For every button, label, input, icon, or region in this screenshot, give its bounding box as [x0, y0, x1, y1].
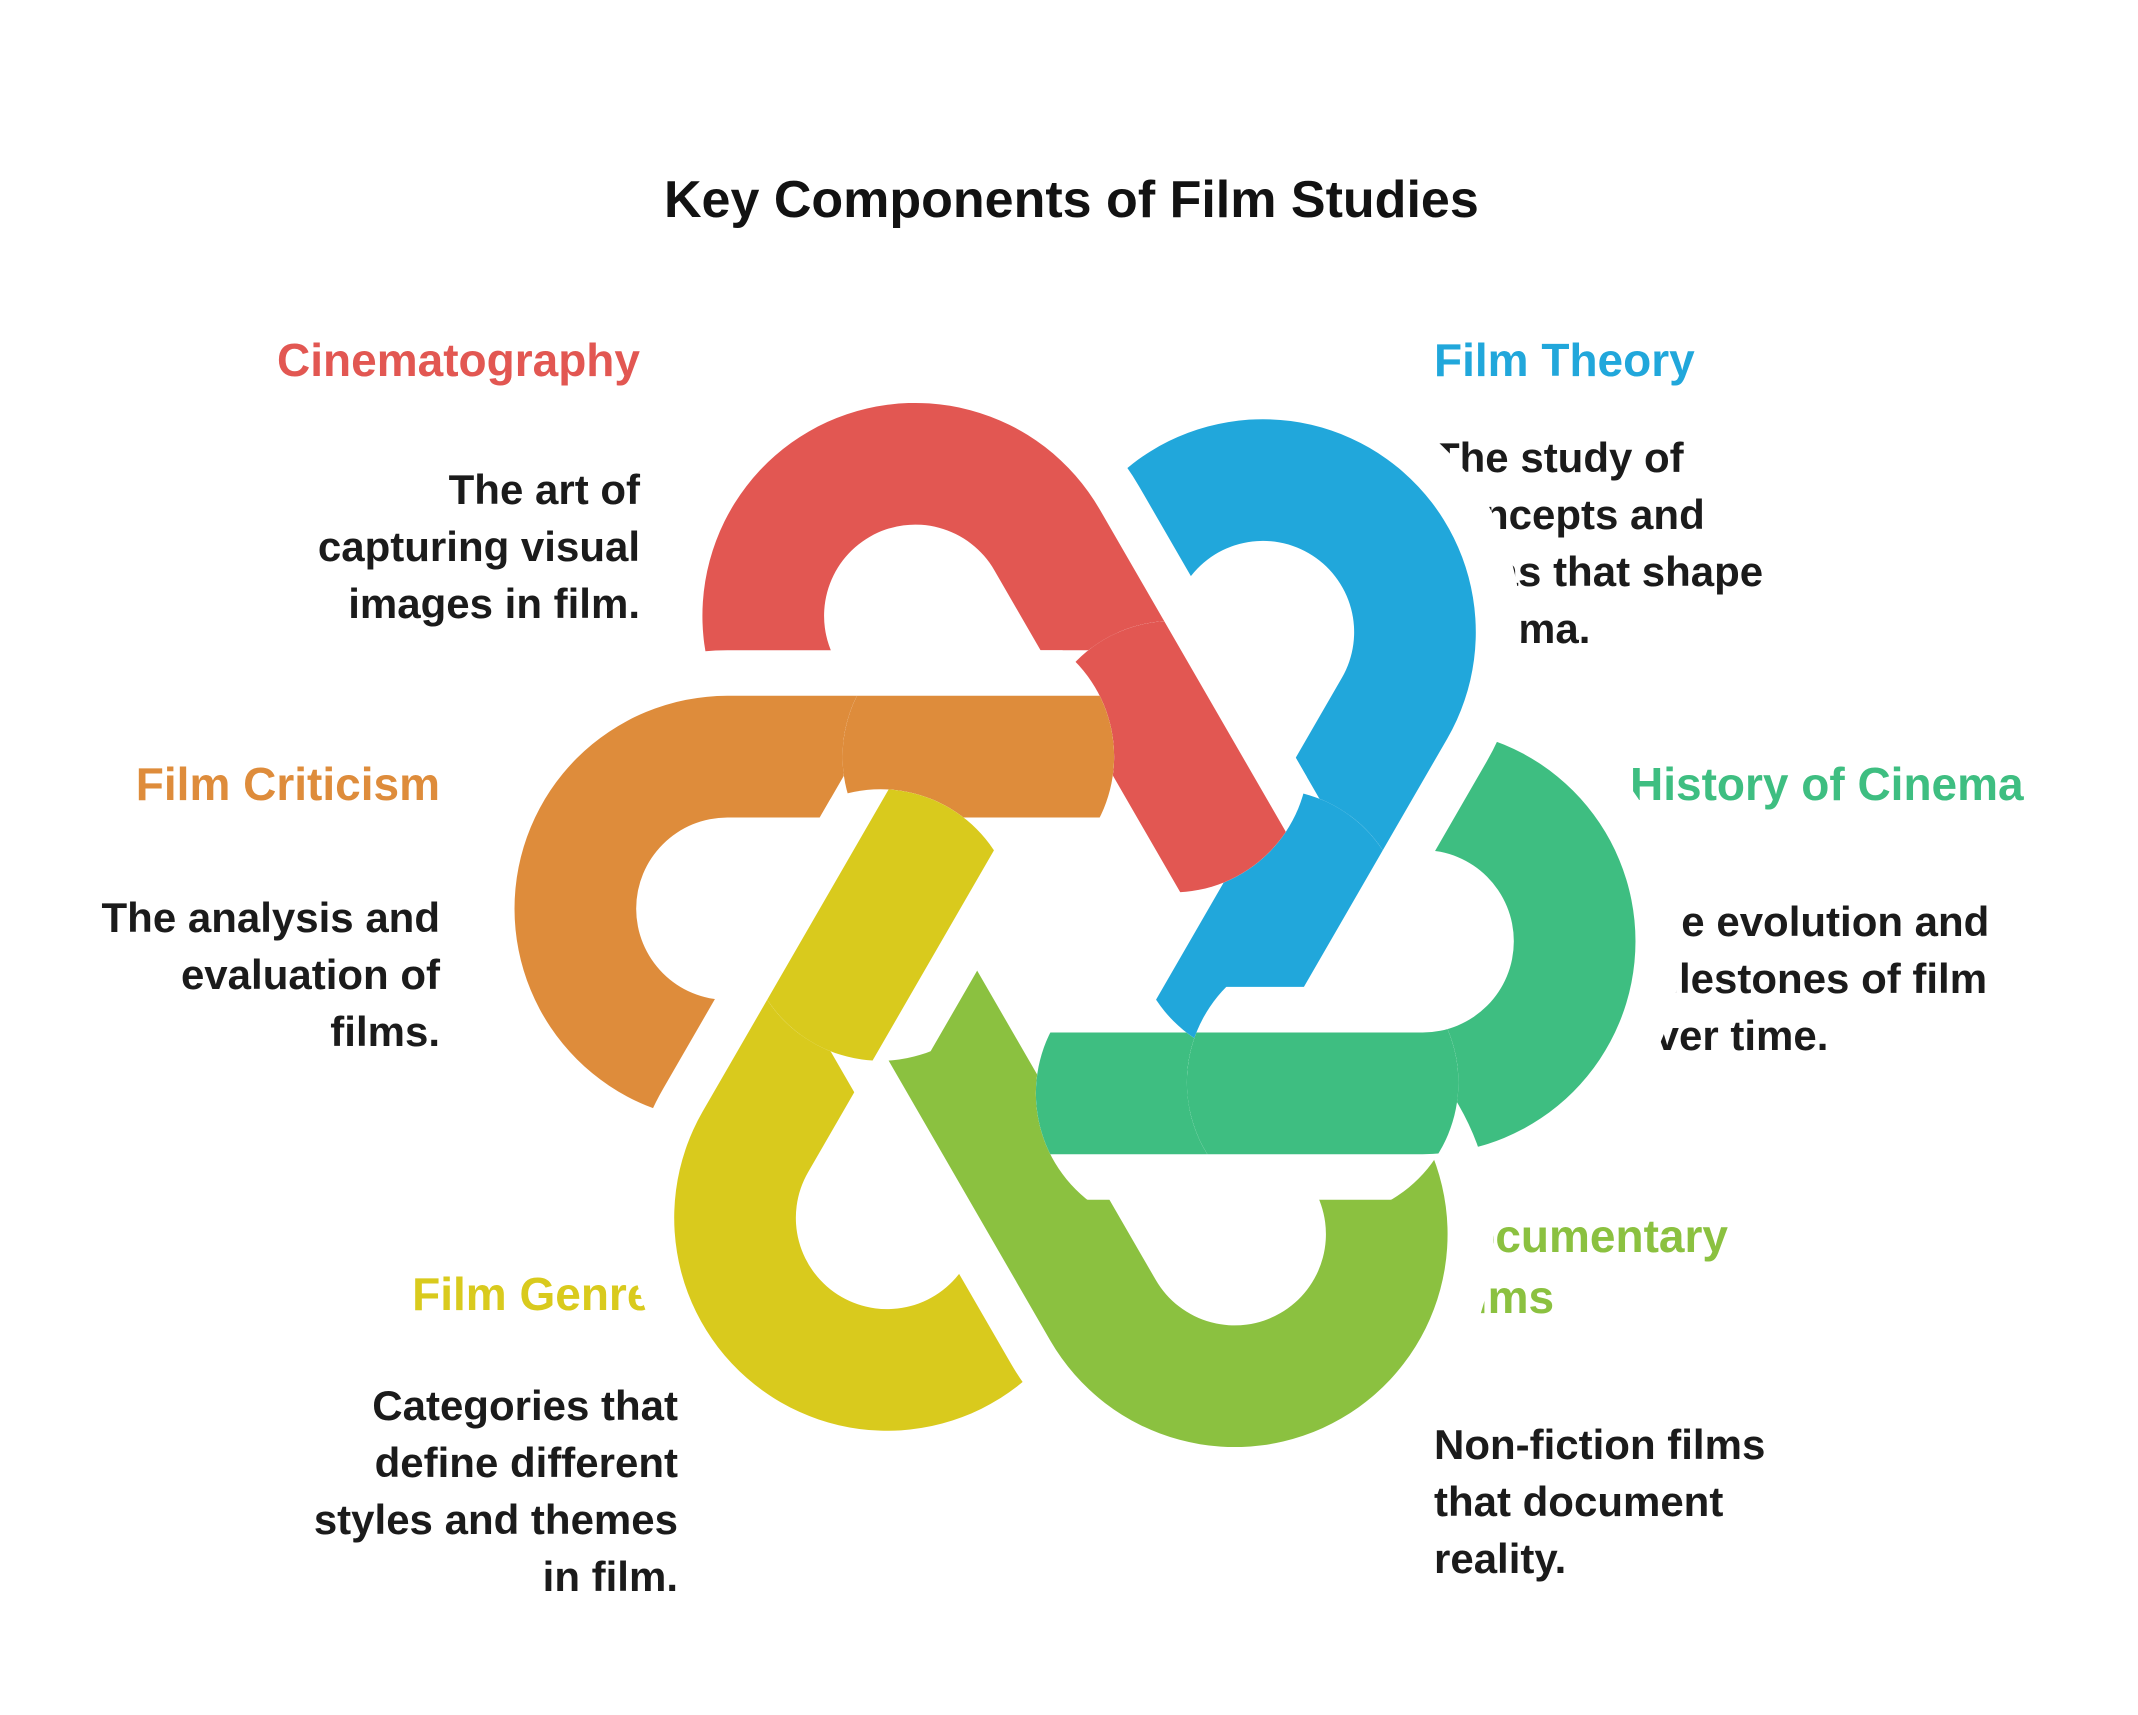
section-history-of-cinema: History of Cinema The evolution and mile…	[1630, 754, 2024, 1064]
body-line: capturing visual	[317, 523, 640, 570]
section-heading-film-criticism: Film Criticism	[135, 758, 440, 810]
body-line: The analysis and	[101, 894, 440, 941]
body-line: styles and themes	[313, 1496, 678, 1543]
section-body-film-genres: Categories that define different styles …	[314, 1377, 678, 1605]
body-line: in film.	[542, 1553, 678, 1600]
body-line: reality.	[1434, 1535, 1567, 1582]
body-line: Categories that	[372, 1382, 678, 1429]
section-cinematography: Cinematography The art of capturing visu…	[277, 330, 640, 632]
body-line: evaluation of	[180, 951, 440, 998]
body-line: that document	[1434, 1478, 1724, 1525]
body-line: The study of	[1434, 434, 1684, 481]
section-heading-cinematography: Cinematography	[277, 334, 640, 386]
section-heading-history-of-cinema: History of Cinema	[1630, 758, 2024, 810]
body-line: The art of	[448, 466, 640, 513]
body-line: images in film.	[348, 580, 640, 627]
body-line: define different	[374, 1439, 678, 1486]
section-film-criticism: Film Criticism The analysis and evaluati…	[102, 754, 440, 1060]
film-studies-knot-figure	[445, 295, 1705, 1555]
section-body-documentary-films: Non-fiction films that document reality.	[1434, 1416, 1765, 1587]
page-title: Key Components of Film Studies	[664, 171, 1479, 229]
body-line: films.	[330, 1008, 440, 1055]
section-heading-film-genres: Film Genres	[412, 1268, 678, 1320]
section-film-genres: Film Genres Categories that define diffe…	[314, 1264, 678, 1605]
body-line: The evolution and	[1630, 898, 1990, 945]
body-line: milestones of film	[1630, 955, 1988, 1002]
section-body-cinematography: The art of capturing visual images in fi…	[277, 461, 640, 632]
section-heading-film-theory: Film Theory	[1434, 334, 1695, 386]
section-body-film-criticism: The analysis and evaluation of films.	[102, 889, 440, 1060]
section-documentary-films: Documentary Films Non-fiction films that…	[1434, 1206, 1765, 1587]
body-line: Non-fiction films	[1434, 1421, 1766, 1468]
